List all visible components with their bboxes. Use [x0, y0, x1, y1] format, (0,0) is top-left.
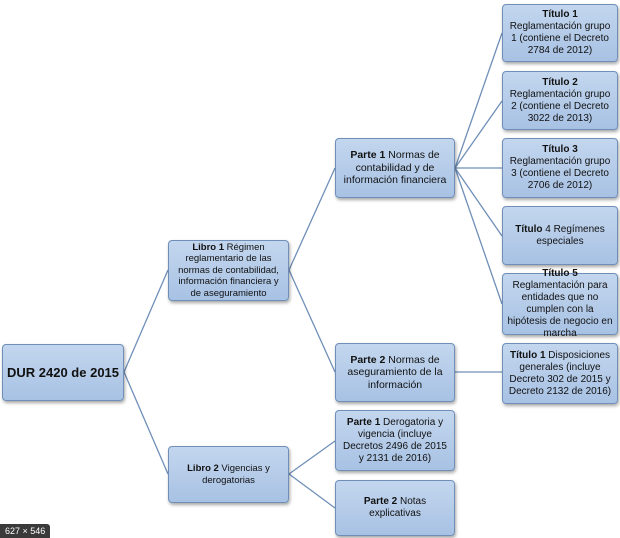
connector-root-libro1 — [123, 269, 169, 373]
titulo2-text: Reglamentación grupo 2 (contiene el Decr… — [509, 88, 611, 124]
libro1-parte1-text: Normas de contabilidad y de información … — [343, 149, 447, 187]
titulo4-text: 4 Regímenes especiales — [536, 223, 605, 247]
titulo2-node: Título 2 Reglamentación grupo 2 (contien… — [502, 71, 618, 130]
titulo4-bold: Título — [515, 223, 543, 235]
root-label: DUR 2420 de 2015 — [7, 364, 120, 380]
connector-parte1-titulo4 — [454, 167, 503, 237]
libro1-parte2-bold: Parte 2 — [350, 353, 386, 366]
libro1-parte1-node: Parte 1 Normas de contabilidad y de info… — [335, 138, 455, 198]
libro2-parte2-bold: Parte 2 — [363, 496, 398, 507]
libro1-text: Régimen reglamentario de las normas de c… — [178, 242, 279, 299]
connector-parte1-titulo2 — [454, 100, 503, 169]
connector-libro2-parte1 — [288, 440, 336, 475]
connector-root-libro2 — [123, 371, 169, 475]
connector-parte1-titulo1 — [454, 32, 503, 169]
libro2-text: Vigencias y derogatorias — [202, 463, 270, 486]
libro2-bold: Libro 2 — [187, 463, 219, 475]
titulo1-text: Reglamentación grupo 1 (contiene el Decr… — [509, 21, 611, 56]
connector-libro1-parte2 — [288, 269, 336, 373]
libro1-parte2-text: Normas de aseguramiento de la informació… — [347, 353, 443, 391]
connector-libro1-parte1 — [288, 167, 336, 271]
image-size-badge: 627 × 546 — [0, 524, 51, 538]
connector-parte1-titulo5 — [454, 167, 503, 305]
libro2-parte1-bold: Parte 1 — [346, 416, 381, 428]
libro1-parte1-bold: Parte 1 — [350, 149, 386, 162]
parte2-titulo1-text: Disposiciones generales (incluye Decreto… — [508, 349, 612, 397]
titulo5-bold: Título 5 — [542, 268, 578, 279]
titulo4-node: Título 4 Regímenes especiales — [502, 206, 618, 265]
parte2-titulo1-bold: Título 1 — [509, 349, 546, 361]
libro2-node: Libro 2 Vigencias y derogatorias — [168, 446, 289, 503]
titulo1-node: Título 1 Reglamentación grupo 1 (contien… — [502, 4, 618, 62]
connector-libro2-parte2 — [288, 473, 336, 509]
libro2-parte1-text: Derogatoria y vigencia (incluye Decretos… — [343, 416, 447, 464]
titulo3-node: Título 3 Reglamentación grupo 3 (contien… — [502, 138, 618, 198]
titulo1-bold: Título 1 — [542, 9, 578, 20]
titulo3-bold: Título 3 — [542, 144, 578, 155]
titulo3-text: Reglamentación grupo 3 (contiene el Decr… — [509, 156, 611, 191]
libro1-node: Libro 1 Régimen reglamentario de las nor… — [168, 240, 289, 301]
root-node: DUR 2420 de 2015 — [2, 344, 124, 401]
libro2-parte1-node: Parte 1 Derogatoria y vigencia (incluye … — [335, 410, 455, 471]
libro1-parte2-node: Parte 2 Normas de aseguramiento de la in… — [335, 343, 455, 402]
libro2-parte2-node: Parte 2 Notas explicativas — [335, 480, 455, 536]
parte2-titulo1-node: Título 1 Disposiciones generales (incluy… — [502, 343, 618, 404]
titulo2-bold: Título 2 — [542, 76, 578, 88]
libro1-bold: Libro 1 — [192, 242, 224, 254]
libro2-parte2-text: Notas explicativas — [369, 496, 427, 519]
titulo5-text: Reglamentación para entidades que no cum… — [507, 280, 613, 339]
titulo5-node: Título 5 Reglamentación para entidades q… — [502, 268, 618, 339]
